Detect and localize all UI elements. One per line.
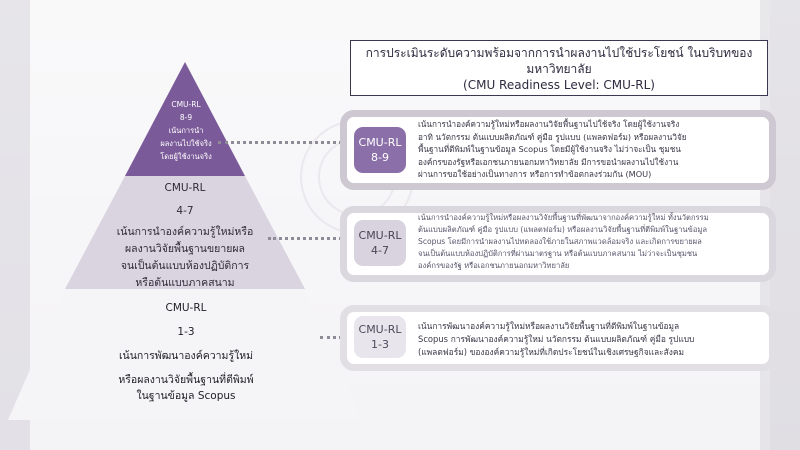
pyramid-tier-1-label: CMU-RL 8-9 เน้นการนำ ผลงานไปใช้จริง โดยผ…	[140, 98, 232, 163]
tier-3-code: CMU-RL	[165, 302, 207, 314]
connector-tier-3	[320, 336, 342, 339]
level-description-4-7: เน้นการนำองค์ความรู้ใหม่หรือผลงานวิจัยพื…	[418, 212, 768, 272]
pyramid-tier-2-label: CMU-RL 4-7 เน้นการนำองค์ความรู้ใหม่หรือ …	[95, 180, 275, 292]
tier-1-code: CMU-RL	[171, 100, 201, 109]
level-badge-code: CMU-RL	[358, 323, 402, 336]
tier-3-line: หรือผลงานวิจัยพื้นฐานที่ตีพิมพ์	[118, 374, 254, 386]
description-line: เน้นการนำองค์ความรู้ใหม่หรือผลงานวิจัยพื…	[418, 213, 709, 222]
level-badge-code: CMU-RL	[358, 229, 402, 242]
tier-2-line: จนเป็นต้นแบบห้องปฏิบัติการ	[120, 260, 250, 272]
page-title-line-2: มหาวิทยาลัย	[526, 62, 592, 76]
level-box-8-9	[340, 110, 776, 190]
level-badge-range: 4-7	[371, 244, 389, 257]
description-line: องค์กรของรัฐหรือเอกชนภายนอกมหาวิทยาลัย ม…	[418, 156, 679, 167]
description-line: เน้นการนำองค์ความรู้ใหม่หรือผลงานวิจัยพื…	[418, 119, 680, 129]
level-badge-range: 1-3	[371, 338, 389, 351]
level-box-1-3	[340, 305, 776, 371]
title-box: การประเมินระดับความพร้อมจากการนำผลงานไปใ…	[350, 40, 768, 96]
pyramid-tier-3	[8, 289, 362, 420]
description-line: Scopus การพัฒนาองค์ความรู้ใหม่ นวัตกรรม …	[418, 334, 695, 344]
level-badge-1-3: CMU-RL 1-3	[354, 316, 406, 358]
level-description-8-9: เน้นการนำองค์ความรู้ใหม่หรือผลงานวิจัยพื…	[418, 118, 768, 181]
background-panel-left	[0, 0, 30, 450]
level-box-4-7	[340, 206, 776, 282]
level-badge-code: CMU-RL	[358, 136, 402, 149]
description-line: ผ่านการขอใช้อย่างเป็นทางการ หรือการทำข้อ…	[418, 169, 652, 180]
pyramid-tier-3-label: CMU-RL 1-3 เน้นการพัฒนาองค์ความรู้ใหม่ ห…	[80, 300, 292, 404]
page-title-line-1: การประเมินระดับความพร้อมจากการนำผลงานไปใ…	[365, 46, 753, 60]
tier-2-range: 4-7	[176, 205, 194, 217]
tier-3-range: 1-3	[177, 326, 195, 338]
description-line: องค์กรของรัฐ หรือเอกชนภายนอกมหาวิทยาลัย	[418, 261, 570, 270]
tier-2-code: CMU-RL	[164, 182, 206, 194]
level-badge-range: 8-9	[371, 151, 389, 164]
description-line: ต้นแบบผลิตภัณฑ์ คู่มือ รูปแบบ (แพลตฟอร์ม…	[418, 225, 708, 234]
description-line: จนเป็นต้นแบบห้องปฏิบัติการที่ผ่านมาตรฐาน…	[418, 249, 698, 258]
description-line: อาทิ นวัตกรรม ต้นแบบผลิตภัณฑ์ คู่มือ รูป…	[418, 131, 687, 142]
tier-1-line: เน้นการนำ	[168, 126, 204, 135]
description-line: เน้นการพัฒนาองค์ความรู้ใหม่หรือผลงานวิจั…	[418, 321, 680, 331]
level-badge-8-9: CMU-RL 8-9	[354, 127, 406, 173]
description-line: พื้นฐานที่ตีพิมพ์ในฐานข้อมูล Scopus โดยม…	[418, 144, 681, 155]
description-line: (แพลตฟอร์ม) ขององค์ความรู้ใหม่ที่เกิดประ…	[418, 347, 685, 357]
tier-1-line: ผลงานไปใช้จริง	[160, 139, 212, 148]
connector-tier-1	[218, 141, 342, 144]
page-subtitle: (CMU Readiness Level: CMU-RL)	[463, 78, 655, 92]
level-badge-4-7: CMU-RL 4-7	[354, 220, 406, 266]
pyramid-tier-2	[65, 176, 305, 289]
tier-1-range: 8-9	[179, 113, 193, 122]
tier-2-line: เน้นการนำองค์ความรู้ใหม่หรือ	[116, 226, 254, 238]
tier-3-line: เน้นการพัฒนาองค์ความรู้ใหม่	[118, 350, 254, 362]
tier-2-line: หรือต้นแบบภาคสนาม	[135, 277, 235, 289]
description-line: Scopus โดยมีการนำผลงานไปทดลองใช้ภายในสภา…	[418, 237, 702, 246]
pyramid-tier-1	[125, 62, 245, 176]
tier-1-line: โดยผู้ใช้งานจริง	[160, 152, 212, 161]
tier-2-line: ผลงานวิจัยพื้นฐานขยายผล	[125, 243, 245, 255]
connector-tier-2	[268, 237, 342, 240]
level-description-1-3: เน้นการพัฒนาองค์ความรู้ใหม่หรือผลงานวิจั…	[418, 320, 768, 359]
tier-3-line: ในฐานข้อมูล Scopus	[136, 390, 236, 402]
